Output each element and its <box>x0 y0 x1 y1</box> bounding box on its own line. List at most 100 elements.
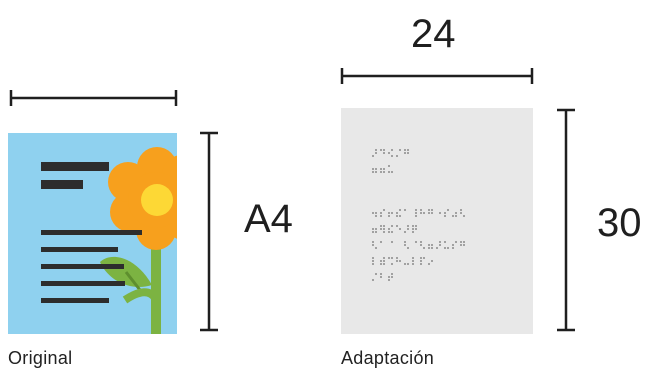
braille-dot <box>383 168 385 170</box>
braille-dot <box>428 212 430 214</box>
braille-dot <box>439 212 441 214</box>
original-caption: Original <box>8 348 73 368</box>
braille-dot <box>380 215 382 217</box>
braille-dot <box>420 244 422 246</box>
braille-dot <box>423 212 425 214</box>
adaptation-height-label: 30 <box>597 201 642 245</box>
braille-dot <box>396 260 398 262</box>
braille-dot <box>391 212 393 214</box>
braille-dot <box>404 231 406 233</box>
braille-dot <box>399 149 401 151</box>
braille-dot <box>404 244 406 246</box>
braille-dot <box>399 209 401 211</box>
original-width-dimension-line <box>9 90 178 106</box>
braille-dot <box>452 244 454 246</box>
braille-dot <box>388 257 390 259</box>
braille-dot <box>372 228 374 230</box>
braille-dot <box>388 276 390 278</box>
braille-dot <box>372 244 374 246</box>
braille-dot <box>372 231 374 233</box>
braille-dot <box>383 152 385 154</box>
braille-dot <box>420 212 422 214</box>
braille-dot <box>407 149 409 151</box>
braille-dot <box>380 212 382 214</box>
braille-dot <box>452 215 454 217</box>
braille-dot <box>383 228 385 230</box>
braille-dot <box>444 247 446 249</box>
braille-dot <box>388 212 390 214</box>
braille-dot <box>415 212 417 214</box>
braille-dot <box>383 149 385 151</box>
adaptation-width-dimension-line <box>340 68 534 84</box>
braille-dot <box>412 257 414 259</box>
braille-dot <box>380 263 382 265</box>
braille-dot <box>372 168 374 170</box>
braille-dot <box>372 241 374 243</box>
braille-dot <box>404 241 406 243</box>
braille-dot <box>380 225 382 227</box>
braille-dot <box>404 149 406 151</box>
braille-dot <box>375 215 377 217</box>
braille-dot <box>391 149 393 151</box>
braille-dot <box>428 247 430 249</box>
braille-dot <box>415 228 417 230</box>
braille-dot <box>423 257 425 259</box>
braille-dot <box>383 260 385 262</box>
braille-dot <box>431 244 433 246</box>
braille-dot <box>380 276 382 278</box>
braille-dot <box>372 279 374 281</box>
braille-dot <box>423 247 425 249</box>
braille-dot <box>388 279 390 281</box>
braille-dot <box>372 212 374 214</box>
braille-dot <box>412 260 414 262</box>
braille-dot <box>375 149 377 151</box>
braille-dot <box>452 247 454 249</box>
braille-dot <box>412 263 414 265</box>
braille-dot <box>383 209 385 211</box>
braille-dot <box>375 273 377 275</box>
braille-dot <box>420 209 422 211</box>
braille-dot <box>415 225 417 227</box>
braille-dot <box>447 247 449 249</box>
braille-dot <box>407 152 409 154</box>
braille-dot <box>391 171 393 173</box>
braille-dot <box>375 247 377 249</box>
braille-dot <box>388 215 390 217</box>
braille-dot <box>372 257 374 259</box>
braille-dot <box>375 168 377 170</box>
braille-dot <box>439 244 441 246</box>
braille-dot <box>372 263 374 265</box>
braille-dot <box>444 212 446 214</box>
braille-dot <box>444 241 446 243</box>
braille-dot <box>396 215 398 217</box>
braille-dot <box>412 228 414 230</box>
braille-dot <box>380 273 382 275</box>
braille-dot <box>375 228 377 230</box>
adaptation-caption: Adaptación <box>341 348 435 368</box>
braille-dot <box>383 257 385 259</box>
braille-dot <box>380 241 382 243</box>
braille-dot <box>375 212 377 214</box>
braille-dot <box>463 215 465 217</box>
braille-dot <box>404 263 406 265</box>
braille-dot <box>415 241 417 243</box>
braille-dot <box>380 149 382 151</box>
braille-dot <box>388 171 390 173</box>
braille-dot <box>460 244 462 246</box>
adaptation-height-dimension-line <box>557 108 575 332</box>
braille-text <box>372 149 465 281</box>
braille-dot <box>396 225 398 227</box>
braille-dot <box>380 260 382 262</box>
braille-dot <box>407 263 409 265</box>
braille-dot <box>391 273 393 275</box>
braille-dot <box>460 212 462 214</box>
braille-dot <box>407 247 409 249</box>
braille-dot <box>412 225 414 227</box>
braille-dot <box>463 244 465 246</box>
braille-dot <box>407 228 409 230</box>
braille-dot <box>375 152 377 154</box>
braille-dot <box>372 171 374 173</box>
braille-dot <box>415 209 417 211</box>
braille-dot <box>396 212 398 214</box>
